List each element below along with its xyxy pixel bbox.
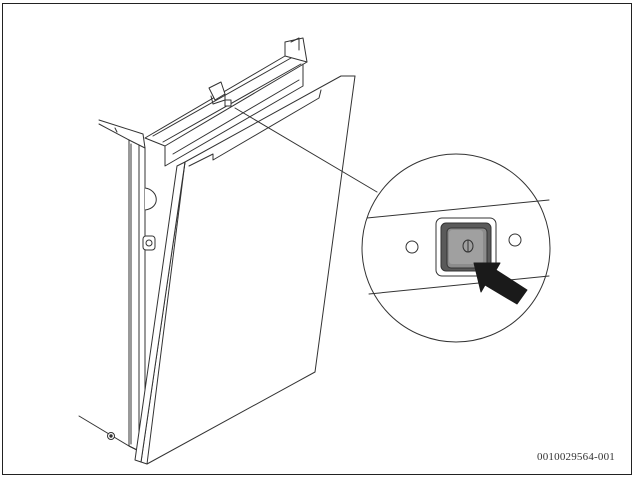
detail-hole-right [508, 233, 522, 247]
front-panel-icon [134, 75, 356, 465]
detail-circle-icon [361, 153, 551, 343]
front-panel-removal-illustration [78, 37, 551, 465]
figure-id-label: 0010029564-001 [537, 451, 615, 463]
leader-line [234, 107, 378, 193]
casing-side-cutout [144, 187, 157, 211]
casing-icon [78, 37, 308, 455]
arrow-icon [473, 262, 528, 305]
front-panel-edge [134, 161, 186, 463]
push-button-icon [435, 217, 497, 277]
figure-frame: 0010029564-001 [2, 3, 632, 475]
casing-screw-top [224, 99, 232, 107]
detail-hole-left [405, 240, 419, 254]
casing-side-fitting [142, 235, 156, 251]
